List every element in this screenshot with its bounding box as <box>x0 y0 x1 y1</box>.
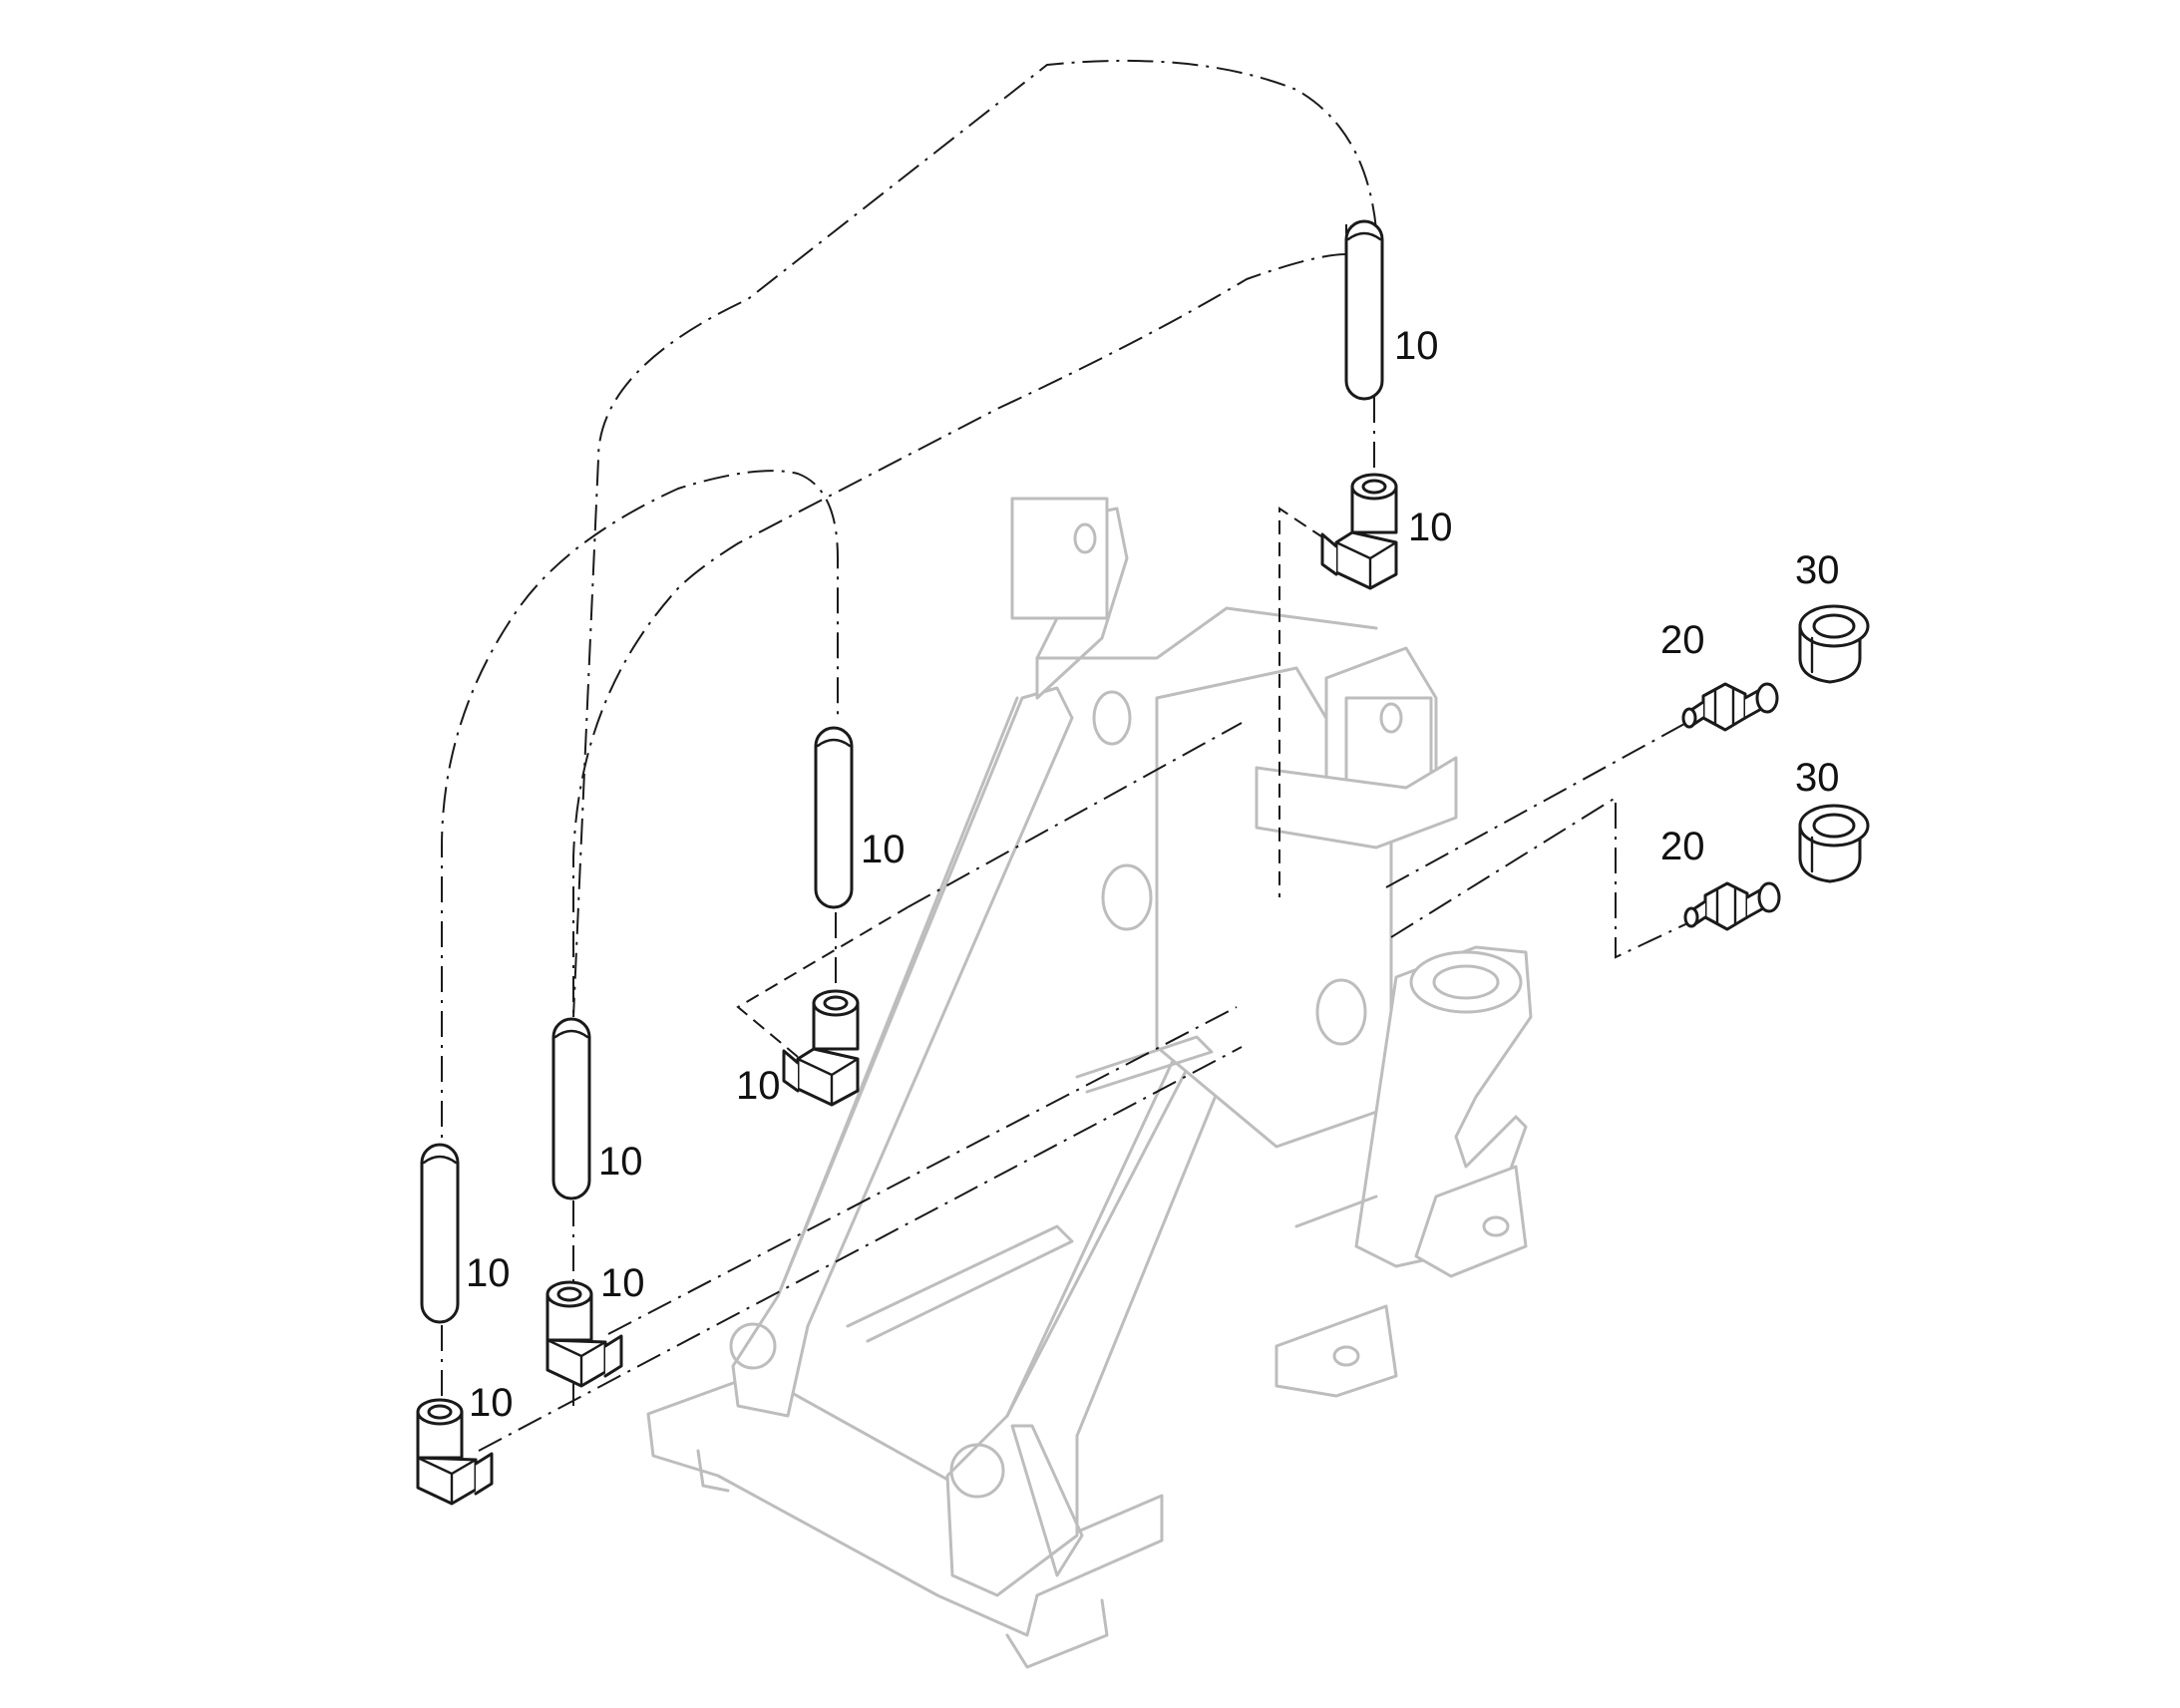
callout-labels: 10 10 10 10 10 10 10 10 10 20 20 30 30 <box>466 324 1840 1425</box>
elbow-fitting-far-left <box>416 1398 494 1506</box>
frame-left-leg <box>731 686 1074 1418</box>
leader-arc-inner <box>572 59 1377 1018</box>
callout-cap-upper: 30 <box>1795 548 1840 592</box>
frame-assembly <box>646 497 1533 1669</box>
elbow-fitting-left-middle <box>545 1280 623 1388</box>
grease-nipples <box>1681 682 1781 931</box>
callout-hose-far-left: 10 <box>466 1251 511 1295</box>
elbow-fitting-upper-right <box>1320 473 1398 590</box>
callout-hose-middle: 10 <box>861 828 906 871</box>
leader-diag-3 <box>907 722 1243 908</box>
protective-caps <box>1798 604 1870 883</box>
elbow-fitting-middle <box>782 989 860 1107</box>
hose-parts <box>420 219 1384 1324</box>
callout-hose-upper-right: 10 <box>1394 324 1439 368</box>
grease-nipple-lower <box>1683 881 1781 931</box>
elbow-fittings <box>416 473 1398 1506</box>
frame-bearing-ring <box>1409 950 1523 1014</box>
cap-upper <box>1798 604 1870 684</box>
callout-elbow-far-left: 10 <box>469 1381 514 1425</box>
hose-middle <box>814 726 854 909</box>
leader-nipple-upper <box>1385 717 1696 888</box>
leader-bracket-middle <box>736 906 908 1058</box>
callout-grease-nipple-upper: 20 <box>1660 618 1705 662</box>
hose-far-left <box>420 1143 460 1324</box>
leader-nipple-lower <box>1390 796 1701 959</box>
callout-grease-nipple-lower: 20 <box>1660 825 1705 868</box>
cap-lower <box>1798 804 1870 883</box>
callout-elbow-left-middle: 10 <box>600 1261 645 1305</box>
callout-elbow-middle: 10 <box>736 1064 781 1108</box>
leader-lines <box>441 59 1701 1452</box>
callout-hose-left-middle: 10 <box>598 1140 643 1184</box>
frame-pin-hole <box>729 1322 777 1370</box>
leader-diag-2 <box>607 1006 1238 1335</box>
grease-nipple-upper <box>1681 682 1779 732</box>
leader-diag-1 <box>478 1046 1243 1452</box>
hose-upper-right <box>1344 219 1384 401</box>
callout-elbow-upper-right: 10 <box>1408 506 1453 549</box>
callout-cap-lower: 30 <box>1795 756 1840 800</box>
leader-arc-outer <box>572 224 1347 1406</box>
leader-arc-middle <box>441 470 839 1396</box>
leader-bracket-upper <box>1278 507 1325 897</box>
hose-left-middle <box>551 1017 591 1200</box>
frame-pin-hole <box>949 1443 1005 1499</box>
